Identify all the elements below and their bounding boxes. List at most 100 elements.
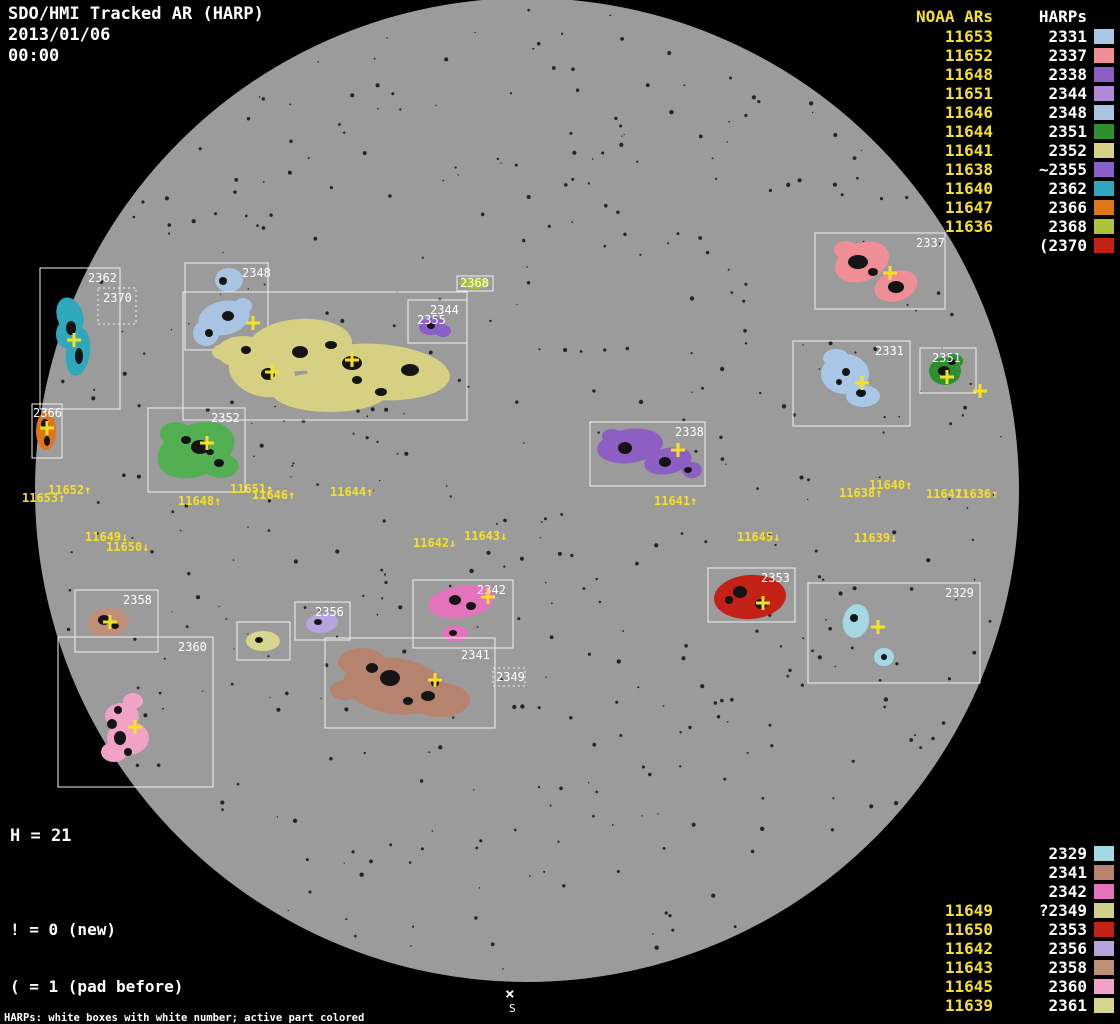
time-label: 00:00: [8, 46, 60, 66]
region-dark-spot: [466, 602, 476, 610]
harp-number: 2348: [1048, 103, 1087, 122]
region-dark-spot: [107, 719, 117, 729]
harp-number-label: 2366: [33, 406, 62, 420]
harp-number: 2341: [1048, 863, 1087, 882]
noaa-cross: [756, 596, 770, 610]
region-dark-spot: [380, 670, 400, 686]
noaa-cross: [265, 365, 279, 379]
color-chip: [1094, 86, 1114, 101]
harp-number-label: 2337: [916, 236, 945, 250]
region-dark-spot: [219, 277, 227, 285]
harp-number-label: 2362: [88, 271, 117, 285]
harp-number: 2361: [1048, 996, 1087, 1015]
harp-box: [407, 299, 468, 344]
region-dark-spot: [114, 731, 126, 745]
harp-region-2360: 2360: [57, 636, 214, 788]
region-dark-spot: [684, 467, 692, 473]
noaa-cross: [481, 590, 495, 604]
noaa-number: 11650: [944, 920, 993, 939]
region-dark-spot: [427, 323, 435, 329]
noaa-number: 11653: [944, 27, 993, 46]
harp-box: [919, 347, 977, 394]
harp-region-2356: 2356: [294, 601, 351, 641]
flag-key-pad-before: ( = 1 (pad before): [10, 977, 184, 996]
color-chip: [1094, 29, 1114, 44]
region-dark-spot: [66, 321, 76, 335]
noaa-equator-label: 11639↓: [854, 531, 897, 545]
noaa-ars-header: NOAA ARs: [915, 7, 993, 26]
harp-box: [97, 287, 137, 325]
flag-key-new: ! = 0 (new): [10, 920, 116, 939]
color-chip: [1094, 846, 1114, 861]
region-dark-spot: [733, 586, 747, 598]
noaa-number: 11647: [944, 198, 993, 217]
harp-box: [807, 582, 981, 684]
noaa-equator-label: 11642↓: [413, 536, 456, 550]
region-blob: [272, 372, 388, 412]
region-dark-spot: [111, 623, 119, 629]
harp-number: 2366: [1048, 198, 1087, 217]
color-chip: [1094, 903, 1114, 918]
harp-box: [294, 601, 351, 641]
region-dark-spot: [44, 436, 50, 446]
noaa-equator-label: 11645↓: [737, 530, 780, 544]
legend-row: (2370: [903, 236, 1119, 255]
harp-number: 2331: [1048, 27, 1087, 46]
harp-number-label: 2344: [430, 303, 459, 317]
noaa-equator-label: 11651↑: [230, 482, 273, 496]
color-chip: [1094, 884, 1114, 899]
legend-row: 2342: [903, 882, 1119, 901]
harp-number-label: 2351: [932, 351, 961, 365]
noaa-number: 11636: [944, 217, 993, 236]
legend-row: 2341: [903, 863, 1119, 882]
noaa-cross: [200, 436, 214, 450]
noaa-cross: [40, 421, 54, 435]
harp-number-label: 2341: [461, 648, 490, 662]
footnotes: HARPs: white boxes with white number; ac…: [4, 988, 409, 1024]
noaa-number: 11646: [944, 103, 993, 122]
region-dark-spot: [325, 341, 337, 349]
color-chip: [1094, 124, 1114, 139]
noaa-equator-label: 11640↑: [869, 478, 912, 492]
region-blob: [602, 429, 622, 443]
harp-region: [182, 291, 468, 421]
noaa-number: 11645: [944, 977, 993, 996]
harp-number-label: 2329: [945, 586, 974, 600]
harp-box: [236, 621, 291, 661]
noaa-equator-label: 11638↑: [839, 486, 882, 500]
harp-number-label: 2331: [875, 344, 904, 358]
harp-box: [707, 567, 796, 623]
region-blob: [435, 325, 451, 337]
region-dark-spot: [375, 388, 387, 396]
harp-number-label: 2368: [460, 276, 489, 290]
color-chip: [1094, 960, 1114, 975]
noaa-equator-label: 11653↑: [22, 491, 65, 505]
harp-box: [589, 421, 706, 487]
noaa-cross: [428, 673, 442, 687]
region-dark-spot: [850, 614, 858, 622]
color-chip: [1094, 105, 1114, 120]
magnetogram-noise: [61, 8, 1002, 970]
harp-box: [31, 403, 63, 459]
noaa-equator-label: 11647↑: [926, 487, 969, 501]
color-chip: [1094, 48, 1114, 63]
noaa-number: 11640: [944, 179, 993, 198]
color-chip: [1094, 979, 1114, 994]
color-chip: [1094, 67, 1114, 82]
harp-region-2370: 2370: [97, 287, 137, 325]
noaa-number: 11639: [944, 996, 993, 1015]
noaa-cross: [671, 443, 685, 457]
region-dark-spot: [948, 359, 956, 365]
noaa-equator-label: 11646↑: [252, 488, 295, 502]
region-blob: [306, 612, 338, 634]
harp-number-label: 2338: [675, 425, 704, 439]
region-dark-spot: [449, 630, 457, 636]
harp-number: 2337: [1048, 46, 1087, 65]
harp-region-2368: 2368: [456, 275, 494, 292]
noaa-equator-label: 11650↓: [106, 540, 149, 554]
region-dark-spot: [868, 268, 878, 276]
